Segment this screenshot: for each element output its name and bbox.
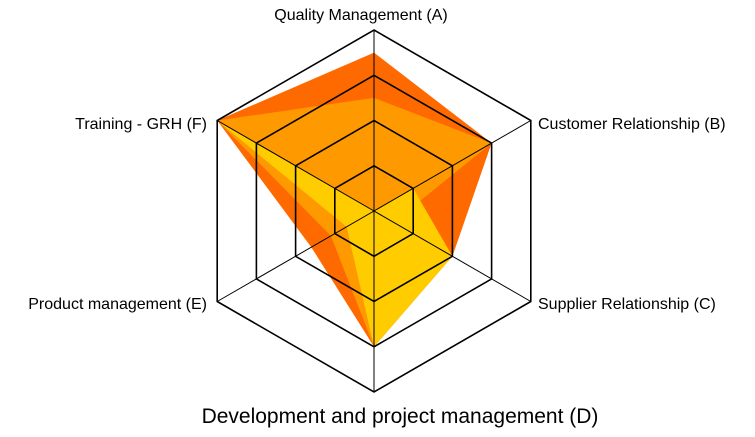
axis-label-a: Quality Management (A) (274, 7, 447, 24)
axis-label-d: Development and project management (D) (202, 405, 599, 428)
axis-spoke-3 (373, 210, 532, 302)
axis-spoke-2 (373, 120, 532, 212)
axis-spoke-5 (216, 210, 375, 302)
axis-label-f: Training - GRH (F) (75, 116, 207, 133)
axis-label-b: Customer Relationship (B) (538, 116, 726, 133)
axis-label-e: Product management (E) (28, 296, 207, 313)
axis-label-c: Supplier Relationship (C) (538, 296, 716, 313)
axis-spoke-6 (216, 120, 375, 212)
grid-layer (216, 29, 532, 393)
